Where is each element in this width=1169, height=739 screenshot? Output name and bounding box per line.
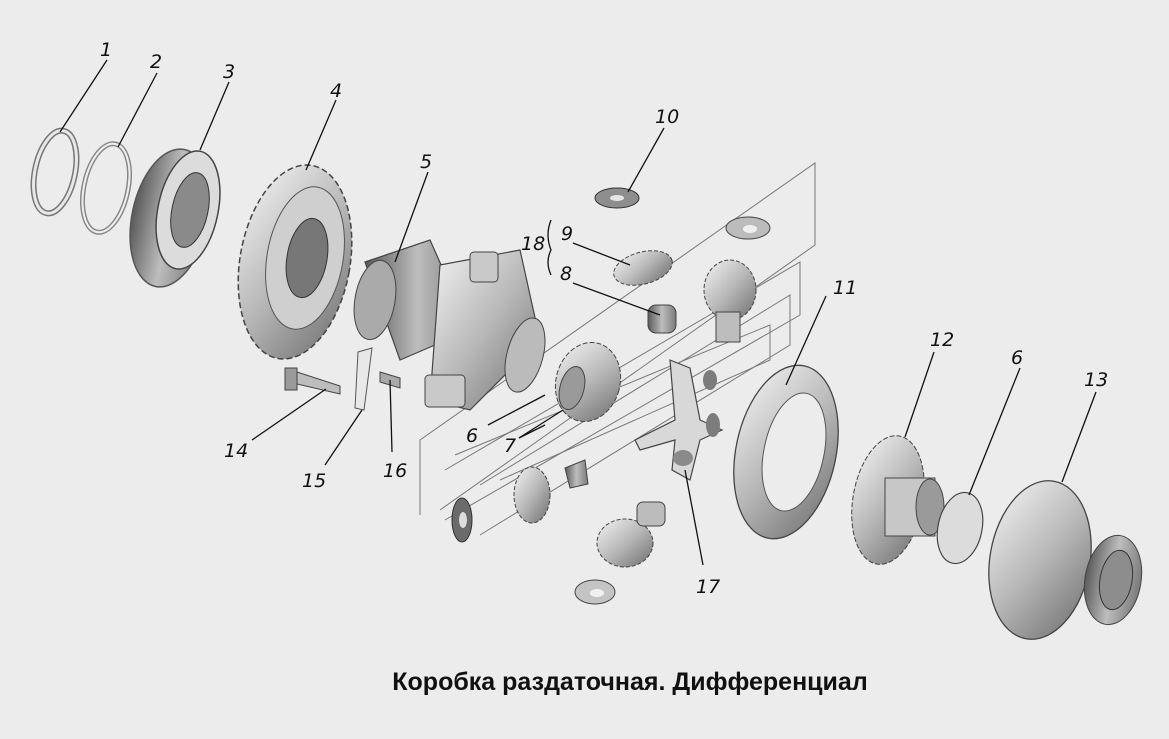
part-7-pinion-gear [554,341,622,423]
part-17-spider-cross [634,359,724,481]
part-11-housing-half [733,364,839,540]
callout-18: 18 [521,233,545,255]
callout-10: 10 [655,106,679,128]
part-6-washer-right [936,491,984,565]
callout-3: 3 [223,61,235,83]
part-8-bushing [647,304,677,334]
callout-17: 17 [696,576,720,598]
callout-15: 15 [302,470,326,492]
callout-4: 4 [330,80,342,102]
callout-12: 12 [930,329,954,351]
part-14-bolt [284,367,341,395]
part-15-lock-plate [354,347,373,411]
leader-lines [59,59,1097,566]
satellite-gear-lower [596,501,666,568]
callout-6-left: 6 [466,425,478,447]
part-9-side-gear [613,250,673,286]
satellite-gear-lower-left [513,459,589,524]
callout-13: 13 [1084,369,1108,391]
part-5-differential-housing [353,239,546,411]
callout-16: 16 [383,460,407,482]
diagram-caption: Коробка раздаточная. Дифференциал [392,668,868,696]
part-12-gear-with-shaft [851,435,945,565]
callout-7: 7 [504,435,516,457]
part-10-thrust-washer [594,187,640,209]
washer-upper [725,216,771,240]
satellite-gear-upper [703,259,757,343]
part-1-retaining-ring [30,127,80,217]
callout-14: 14 [224,440,248,462]
callout-1: 1 [100,39,112,61]
part-3-bearing [129,148,221,288]
callout-2: 2 [150,51,162,73]
callout-9: 9 [561,223,573,245]
part-2-ring [80,141,132,235]
part-13-flange-cup [988,480,1143,640]
part-4-helical-gear [237,164,353,360]
callout-11: 11 [833,277,857,299]
callout-6-right: 6 [1011,347,1023,369]
washer-lower [574,579,616,605]
part-6-washer-left [451,497,473,543]
callout-5: 5 [420,151,432,173]
callout-numbers: 1 2 3 4 5 6 6 7 8 9 10 11 12 13 14 15 16… [100,39,1108,598]
callout-8: 8 [560,263,572,285]
